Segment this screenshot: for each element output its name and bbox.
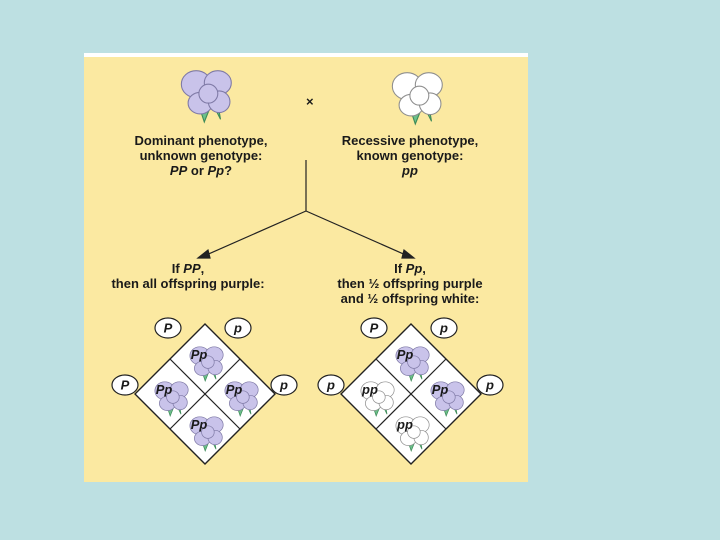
svg-text:P: P [370, 321, 379, 336]
dominant-label-line2: unknown genotype: [140, 148, 263, 163]
recessive-label-line3: pp [401, 163, 418, 178]
right-outcome-line1: If Pp, [394, 261, 426, 276]
top-gamete-2: p [431, 318, 457, 338]
svg-text:P: P [164, 321, 173, 336]
top-gamete-1: P [361, 318, 387, 338]
recessive-label-line2: known genotype: [357, 148, 464, 163]
left-outcome-line1: If PP, [172, 261, 205, 276]
cross-symbol: × [306, 94, 314, 109]
svg-text:p: p [439, 321, 448, 336]
right-outcome-line2: then ½ offspring purple [337, 276, 482, 291]
side-gamete-2: p [477, 375, 503, 395]
right-outcome-line3: and ½ offspring white: [341, 291, 480, 306]
diagram-panel: × Dominant phenotype, unknown genotype: … [84, 53, 528, 482]
svg-text:p: p [279, 378, 288, 393]
side-gamete-1: P [112, 375, 138, 395]
punnett-cell-genotype: Pp [226, 382, 243, 397]
left-outcome-line2: then all offspring purple: [111, 276, 264, 291]
purple-parent-flower [181, 71, 231, 122]
punnett-cell-genotype: Pp [191, 347, 208, 362]
testcross-diagram: × Dominant phenotype, unknown genotype: … [84, 57, 528, 482]
svg-text:p: p [233, 321, 242, 336]
side-gamete-1: p [318, 375, 344, 395]
punnett-cell-genotype: Pp [397, 347, 414, 362]
top-gamete-1: P [155, 318, 181, 338]
recessive-label-line1: Recessive phenotype, [342, 133, 479, 148]
svg-text:p: p [326, 378, 335, 393]
svg-text:P: P [121, 378, 130, 393]
dominant-label-line1: Dominant phenotype, [135, 133, 268, 148]
punnett-cell-genotype: Pp [156, 382, 173, 397]
dominant-label-line3: PP or Pp? [170, 163, 232, 178]
punnett-cell-genotype: pp [361, 382, 378, 397]
punnett-cell-genotype: Pp [191, 417, 208, 432]
svg-text:p: p [485, 378, 494, 393]
side-gamete-2: p [271, 375, 297, 395]
white-parent-flower [392, 73, 442, 124]
punnett-cell-genotype: Pp [432, 382, 449, 397]
top-gamete-2: p [225, 318, 251, 338]
punnett-cell-genotype: pp [396, 417, 413, 432]
